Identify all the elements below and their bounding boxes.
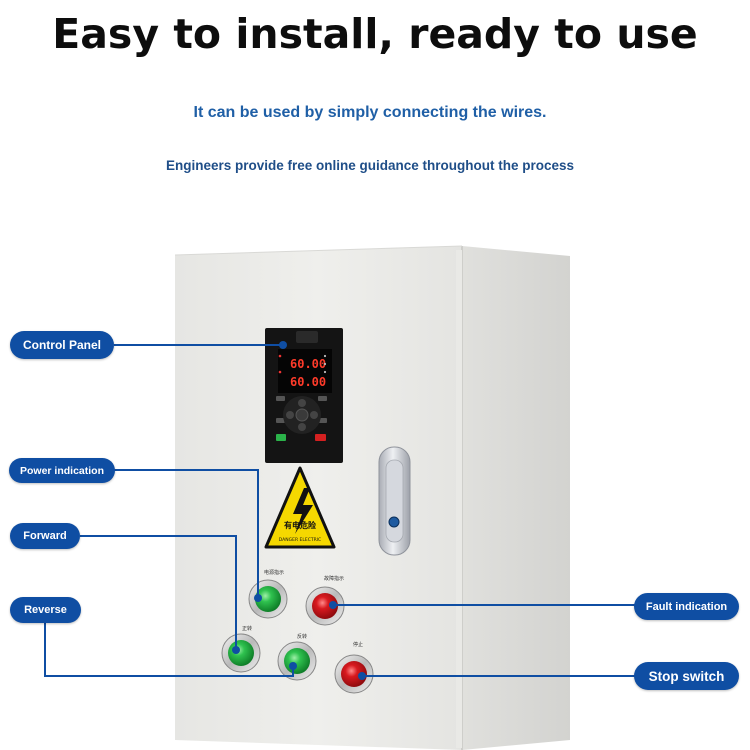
warning-text-cn: 有电危险 [284, 520, 317, 530]
subtitle-wiring: It can be used by simply connecting the … [193, 104, 547, 121]
callout-lines [44, 344, 636, 677]
callout-fault-indication: Fault indication [634, 593, 739, 620]
label-forward: 正转 [242, 625, 252, 632]
label-stop: 停止 [353, 641, 363, 648]
cabinet [174, 245, 570, 750]
stop-key [315, 434, 326, 441]
headline: Easy to install, ready to use [52, 10, 698, 58]
stop-button [334, 654, 374, 694]
callout-dots [232, 341, 366, 680]
label-power: 电源指示 [264, 569, 284, 576]
high-voltage-warning-sign: 有电危险 DANGER ELECTRIC [264, 466, 336, 549]
label-fault: 故障指示 [324, 575, 344, 582]
forward-button [221, 633, 261, 673]
callout-forward: Forward [10, 523, 80, 549]
leader-power-indication [114, 469, 259, 598]
callout-stop-switch: Stop switch [634, 662, 739, 690]
lock-icon [388, 516, 400, 528]
door-handle [378, 446, 411, 556]
leader-reverse [44, 622, 294, 677]
leader-forward [80, 535, 237, 650]
callout-control-panel: Control Panel [10, 331, 114, 359]
fault-indicator-lamp [305, 586, 345, 626]
callout-reverse: Reverse [10, 597, 81, 623]
run-key [276, 434, 286, 441]
label-reverse: 反转 [297, 633, 307, 640]
callout-power-indication: Power indication [9, 458, 115, 483]
reverse-button [277, 641, 317, 681]
display-line-2: 60.00 [290, 375, 326, 389]
control-panel-keypad: 60.00 60.00 [265, 328, 343, 463]
subtitle-guidance: Engineers provide free online guidance t… [165, 158, 575, 173]
display-line-1: 60.00 [290, 357, 326, 371]
warning-text-en: DANGER ELECTRIC [279, 537, 321, 543]
